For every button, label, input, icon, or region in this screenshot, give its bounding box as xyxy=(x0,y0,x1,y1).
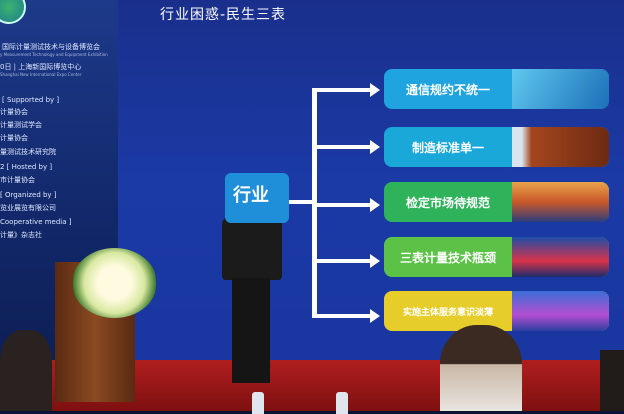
item-image xyxy=(512,127,609,167)
branch-line xyxy=(312,203,372,207)
arrow-icon xyxy=(370,309,380,323)
supporter: 计量协会 xyxy=(0,108,28,116)
branch-line xyxy=(312,259,372,263)
flower-arrangement xyxy=(72,248,157,318)
item-image xyxy=(512,291,609,331)
organizer: 览业展览有限公司 xyxy=(0,204,56,212)
arrow-icon xyxy=(370,140,380,154)
supported-by: [ Supported by ] xyxy=(2,96,60,104)
item-image xyxy=(512,69,609,109)
item-label: 三表计量技术瓶颈 xyxy=(399,250,496,265)
connector xyxy=(312,88,317,316)
item-box: 制造标准单一 xyxy=(384,127,609,167)
expo-banner: 国际计量测试技术与设备博览会 y Measurement Technology … xyxy=(0,0,118,360)
item-box: 实施主体服务意识淡薄 xyxy=(384,291,609,331)
arrow-icon xyxy=(370,254,380,268)
expo-name: 国际计量测试技术与设备博览会 xyxy=(2,43,100,51)
item-image xyxy=(512,237,609,277)
item-box: 检定市场待规范 xyxy=(384,182,609,222)
audience-member xyxy=(440,325,522,411)
arrow-icon xyxy=(370,83,380,97)
water-bottle xyxy=(336,392,348,414)
organized-by: [ Organized by ] xyxy=(0,191,57,199)
venue-en: Shanghai New International Expo Center xyxy=(0,72,82,77)
cooperative-media: Cooperative media ] xyxy=(0,218,72,226)
host: 市计量协会 xyxy=(0,176,35,184)
media: 计量》杂志社 xyxy=(0,231,42,239)
connector xyxy=(289,200,314,204)
hosted-by: 2 [ Hosted by ] xyxy=(0,163,53,171)
item-label: 通信规约不统一 xyxy=(405,82,490,97)
arrow-icon xyxy=(370,198,380,212)
item-box: 通信规约不统一 xyxy=(384,69,609,109)
item-label: 检定市场待规范 xyxy=(405,195,490,210)
item-label: 实施主体服务意识淡薄 xyxy=(402,307,493,318)
speaker xyxy=(222,215,282,280)
supporter: 计量协会 xyxy=(0,134,28,142)
item-image xyxy=(512,182,609,222)
item-label: 制造标准单一 xyxy=(411,140,484,155)
branch-line xyxy=(312,88,372,92)
expo-name-en: y Measurement Technology and Equipment E… xyxy=(0,52,108,57)
item-box: 三表计量技术瓶颈 xyxy=(384,237,609,277)
branch-line xyxy=(312,314,372,318)
speaker-legs xyxy=(232,278,270,383)
root-box: 行业 xyxy=(225,173,289,223)
audience-member xyxy=(0,330,52,411)
water-bottle xyxy=(252,392,264,414)
supporter: 计量测试学会 xyxy=(0,121,42,129)
supporter: 量测试技术研究院 xyxy=(0,148,56,156)
branch-line xyxy=(312,145,372,149)
date-venue: 0日 | 上海新国际博览中心 xyxy=(0,63,82,71)
slide-title: 行业困惑-民生三表 xyxy=(160,7,287,23)
audience-member xyxy=(600,350,624,411)
expo-logo xyxy=(0,0,26,24)
